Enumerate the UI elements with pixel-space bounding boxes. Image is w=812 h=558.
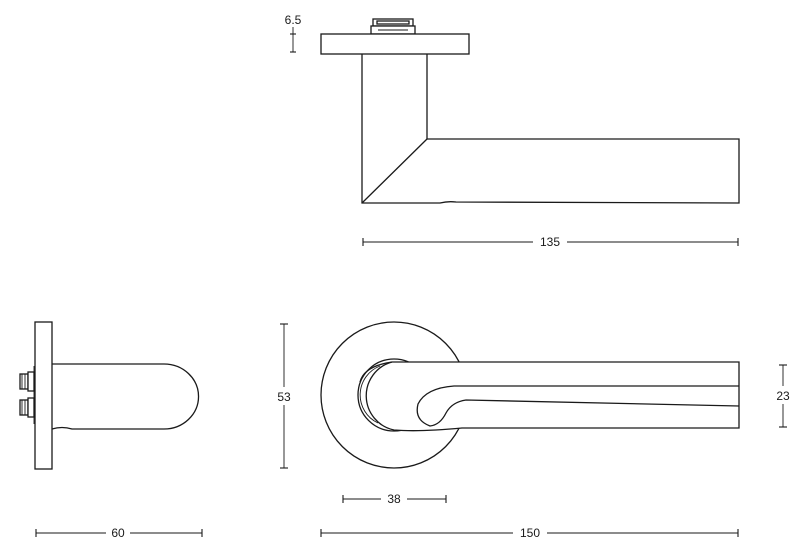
side-fixing-screws [19, 366, 35, 424]
front-lever-groove [416, 385, 740, 427]
dim-neck-offset-label: 38 [387, 492, 401, 506]
side-handle-body [51, 363, 200, 430]
top-view [320, 18, 740, 204]
dim-projection-label: 60 [111, 526, 125, 540]
dim-projection: 60 [35, 526, 203, 540]
dim-lever-length-top-label: 135 [540, 235, 560, 249]
dim-lever-height: 23 [776, 364, 790, 428]
dim-neck-offset: 38 [342, 492, 447, 506]
side-rose-plate [34, 321, 53, 470]
dim-rose-diameter-label: 53 [277, 390, 291, 404]
top-spindle [370, 18, 416, 35]
front-lever-body [365, 361, 740, 432]
side-view [19, 321, 200, 470]
dim-lever-length-front-label: 150 [520, 526, 540, 540]
top-rose-plate [320, 33, 470, 55]
dim-rose-thickness: 6.5 [285, 13, 302, 53]
dim-lever-height-label: 23 [776, 389, 790, 403]
dim-lever-length-top: 135 [362, 235, 739, 249]
dim-rose-thickness-label: 6.5 [285, 13, 302, 27]
dim-rose-diameter: 53 [277, 323, 291, 469]
front-view [320, 321, 740, 469]
dim-lever-length-front: 150 [320, 526, 739, 540]
top-lever-bevel [361, 138, 428, 204]
top-lever-outline [361, 54, 740, 204]
